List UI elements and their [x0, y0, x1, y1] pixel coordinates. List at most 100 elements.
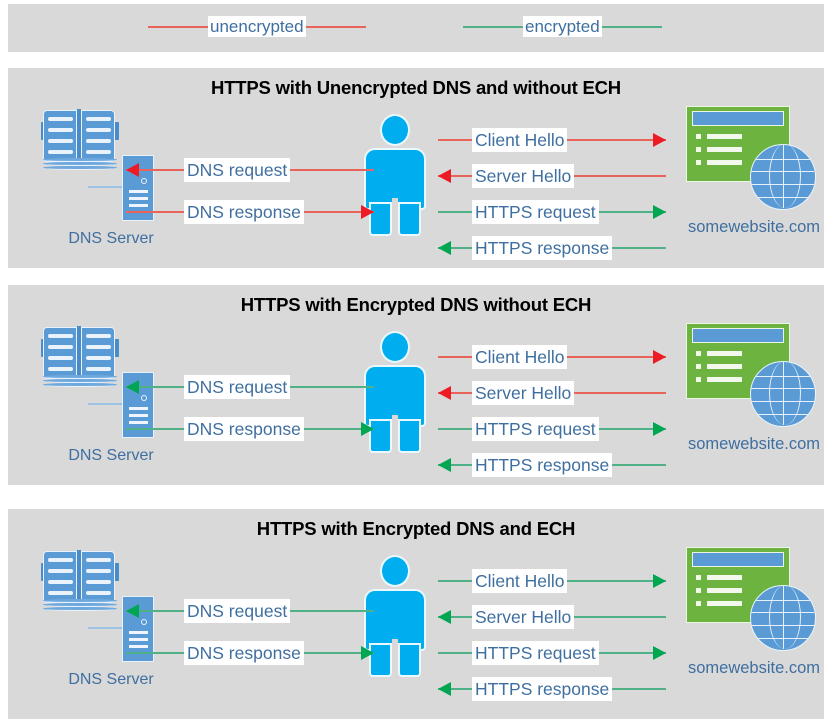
book-page-edge: [43, 383, 117, 387]
list-line: [707, 351, 742, 356]
globe-parallel: [751, 197, 814, 198]
list-line: [707, 588, 742, 593]
book-spine: [77, 109, 81, 163]
scenario-panel-3: HTTPS with Encrypted DNS and ECH DNS Ser…: [8, 509, 824, 719]
panel-title: HTTPS with Encrypted DNS without ECH: [240, 294, 592, 315]
legend-item-encrypted: encrypted: [463, 16, 662, 37]
globe-parallel: [751, 376, 814, 377]
dns-connector-line: [88, 186, 124, 188]
user-leg-left: [369, 419, 392, 453]
arrow-label: Client Hello: [472, 345, 568, 369]
server-slot: [129, 631, 148, 634]
address-book-icon: [41, 549, 119, 611]
arrow-label: Server Hello: [472, 381, 575, 405]
book-text-line: [48, 117, 73, 121]
address-book-icon: [41, 108, 119, 170]
book-page-left: [43, 110, 77, 162]
dns-connector-line: [88, 627, 124, 629]
arrow-head-left: [438, 169, 451, 183]
user-leg-gap: [392, 198, 398, 236]
list-line: [707, 160, 742, 165]
arrow-label: Server Hello: [472, 605, 575, 629]
book-text-line: [48, 558, 73, 562]
server-slot: [129, 645, 148, 648]
list-bullet: [696, 377, 701, 382]
list-bullet: [696, 575, 701, 580]
website-icon: somewebsite.com: [680, 323, 830, 463]
book-text-line: [86, 139, 111, 143]
arrow-head-right: [653, 205, 666, 219]
list-bullet: [696, 601, 701, 606]
list-bullet: [696, 134, 701, 139]
list-line: [707, 601, 742, 606]
arrow-head-left: [126, 604, 139, 618]
website-icon: somewebsite.com: [680, 106, 830, 246]
user-leg-left: [369, 643, 392, 677]
book-text-line: [48, 569, 73, 573]
user-leg-gap: [392, 415, 398, 453]
book-text-line: [86, 367, 111, 371]
arrow-label: HTTPS response: [472, 677, 613, 701]
server-slot: [129, 421, 148, 424]
message-arrow-server-hello: Server Hello: [438, 381, 666, 405]
arrow-label: DNS request: [184, 599, 291, 623]
legend-line-right: [305, 25, 366, 28]
server-slot: [129, 407, 148, 410]
user-leg-right: [398, 643, 421, 677]
arrow-label: Server Hello: [472, 164, 575, 188]
legend-line-left: [148, 25, 208, 28]
arrow-head-left: [438, 610, 451, 624]
message-arrow-https-request: HTTPS request: [438, 200, 666, 224]
book-spine: [77, 550, 81, 604]
globe-meridian: [769, 586, 801, 649]
globe-meridian: [769, 145, 801, 208]
arrow-head-right: [653, 133, 666, 147]
list-bullet: [696, 364, 701, 369]
arrow-label: DNS response: [184, 417, 304, 441]
globe-parallel: [751, 600, 814, 601]
book-text-line: [48, 356, 73, 360]
user-leg-right: [398, 202, 421, 236]
list-bullet: [696, 160, 701, 165]
arrow-head-left: [126, 163, 139, 177]
arrow-label: HTTPS response: [472, 453, 613, 477]
scenario-panel-2: HTTPS with Encrypted DNS without ECH DNS…: [8, 285, 824, 485]
server-slot: [129, 414, 148, 417]
message-arrow-server-hello: Server Hello: [438, 164, 666, 188]
panel-title: HTTPS with Unencrypted DNS and without E…: [211, 77, 621, 98]
website-label: somewebsite.com: [687, 218, 821, 236]
arrow-head-left: [438, 241, 451, 255]
book-text-line: [86, 345, 111, 349]
user-leg-gap: [392, 639, 398, 677]
globe-parallel: [751, 625, 814, 626]
list-bullet: [696, 147, 701, 152]
legend-line-left: [463, 25, 523, 28]
arrow-label: DNS request: [184, 158, 291, 182]
legend-label: unencrypted: [208, 16, 306, 37]
arrow-head-left: [438, 682, 451, 696]
globe-parallel: [751, 388, 814, 389]
book-text-line: [86, 591, 111, 595]
message-arrow-https-request: HTTPS request: [438, 641, 666, 665]
arrow-label: DNS request: [184, 375, 291, 399]
dns-server-label: DNS Server: [68, 671, 154, 688]
book-text-line: [48, 334, 73, 338]
dns-server-icon: DNS Server: [36, 108, 171, 247]
globe-meridian: [769, 362, 801, 425]
user-icon: [364, 331, 426, 453]
globe-parallel: [751, 638, 814, 639]
user-icon: [364, 114, 426, 236]
globe-parallel: [751, 159, 814, 160]
server-slot: [129, 204, 148, 207]
book-clasp-right: [114, 339, 119, 357]
globe-icon: [750, 144, 816, 210]
book-text-line: [86, 117, 111, 121]
server-indicator-dot: [141, 178, 147, 184]
book-page-left: [43, 551, 77, 603]
book-page-edge: [43, 607, 117, 611]
globe-parallel: [751, 401, 814, 402]
message-arrow-dns-request: DNS request: [126, 375, 374, 399]
website-label: somewebsite.com: [687, 659, 821, 677]
book-page-right: [81, 110, 115, 162]
message-arrow-dns-request: DNS request: [126, 599, 374, 623]
